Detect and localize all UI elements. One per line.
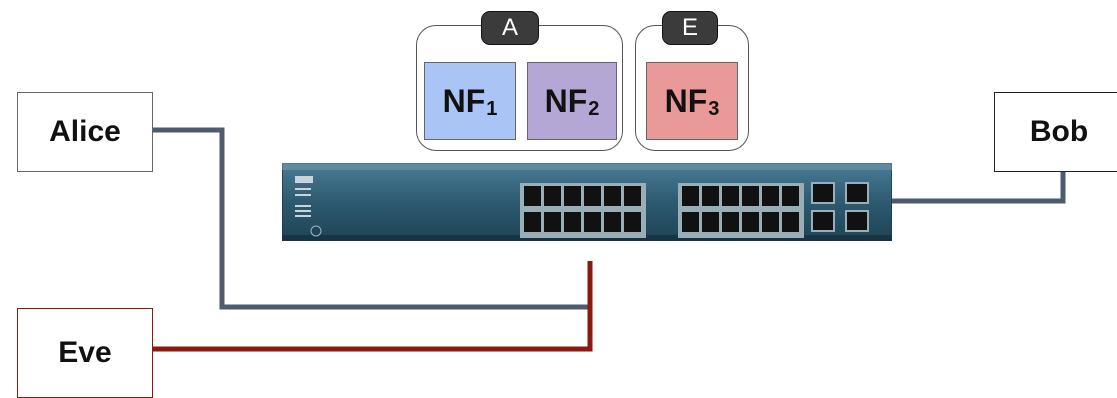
nf-2-subscript: 2: [588, 97, 600, 120]
bob-link: [885, 172, 1066, 204]
group-a-tag: A: [481, 11, 539, 45]
nf-1-label: NF: [442, 82, 486, 119]
eve-link: [153, 261, 593, 352]
connection-lines: [153, 127, 1066, 352]
group-e-tag-label: E: [681, 14, 698, 41]
alice-link: [153, 127, 590, 310]
nf-2-label: NF: [544, 82, 588, 119]
nf-1-subscript: 1: [486, 97, 498, 120]
nf-3-subscript: 3: [708, 97, 720, 120]
network-switch-icon: [282, 163, 892, 241]
group-a-tag-label: A: [501, 14, 518, 41]
alice-label: Alice: [49, 115, 121, 148]
eve-label: Eve: [58, 336, 112, 369]
eve-node: Eve: [17, 308, 153, 398]
bob-label: Bob: [1029, 115, 1089, 148]
nf-3-label: NF: [664, 82, 708, 119]
bob-node: Bob: [994, 92, 1117, 172]
group-e-tag: E: [662, 11, 718, 45]
alice-node: Alice: [17, 92, 153, 172]
